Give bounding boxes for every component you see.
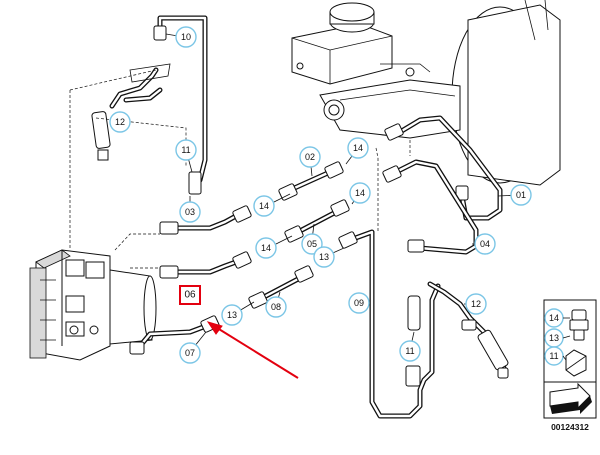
callout-label: 14	[259, 201, 269, 211]
callout-14[interactable]: 14	[349, 182, 371, 204]
highlighted-callout-06[interactable]: 06	[179, 285, 201, 305]
callout-label: 03	[185, 207, 195, 217]
callout-14[interactable]: 14	[347, 137, 369, 159]
brake-pipes	[91, 15, 509, 419]
callout-09[interactable]: 09	[348, 292, 370, 314]
callout-04[interactable]: 04	[474, 233, 496, 255]
callout-14[interactable]: 14	[255, 237, 277, 259]
callout-07[interactable]: 07	[179, 342, 201, 364]
callout-label: 04	[480, 239, 490, 249]
brake-booster-assembly	[291, 0, 561, 186]
callout-label: 05	[307, 239, 317, 249]
legend-callout-11[interactable]: 11	[544, 346, 564, 366]
callout-label: 11	[181, 145, 190, 155]
callout-03[interactable]: 03	[179, 201, 201, 223]
callout-12[interactable]: 12	[109, 111, 131, 133]
abs-hydraulic-unit	[29, 249, 157, 361]
callout-14[interactable]: 14	[253, 195, 275, 217]
reference-number: 00124312	[551, 422, 589, 432]
callout-label: 12	[471, 299, 481, 309]
parts-legend-panel: 14 13 11	[543, 299, 597, 419]
callout-13[interactable]: 13	[313, 246, 335, 268]
callout-13[interactable]: 13	[221, 304, 243, 326]
legend-label: 11	[549, 351, 558, 361]
callout-label: 07	[185, 348, 195, 358]
callout-label: 14	[261, 243, 271, 253]
red-arrow	[206, 321, 299, 379]
highlight-label: 06	[184, 290, 196, 301]
callout-08[interactable]: 08	[265, 296, 287, 318]
legend-callout-14[interactable]: 14	[544, 308, 564, 328]
legend-label: 13	[549, 333, 559, 343]
arrow-shape-icon	[549, 382, 592, 414]
legend-label: 14	[549, 313, 559, 323]
callout-label: 02	[305, 152, 315, 162]
callout-label: 10	[181, 32, 191, 42]
callout-01[interactable]: 01	[510, 184, 532, 206]
callout-label: 09	[354, 298, 364, 308]
callout-label: 13	[319, 252, 329, 262]
callout-11[interactable]: 11	[175, 139, 197, 161]
callout-label: 12	[115, 117, 125, 127]
callout-label: 11	[405, 346, 414, 356]
callout-label: 01	[516, 190, 526, 200]
callout-02[interactable]: 02	[299, 146, 321, 168]
callout-12[interactable]: 12	[465, 293, 487, 315]
callout-label: 14	[353, 143, 363, 153]
callout-label: 08	[271, 302, 281, 312]
callout-10[interactable]: 10	[175, 26, 197, 48]
callout-label: 14	[355, 188, 365, 198]
legend-callout-13[interactable]: 13	[544, 328, 564, 348]
callout-11[interactable]: 11	[399, 340, 421, 362]
callout-label: 13	[227, 310, 237, 320]
